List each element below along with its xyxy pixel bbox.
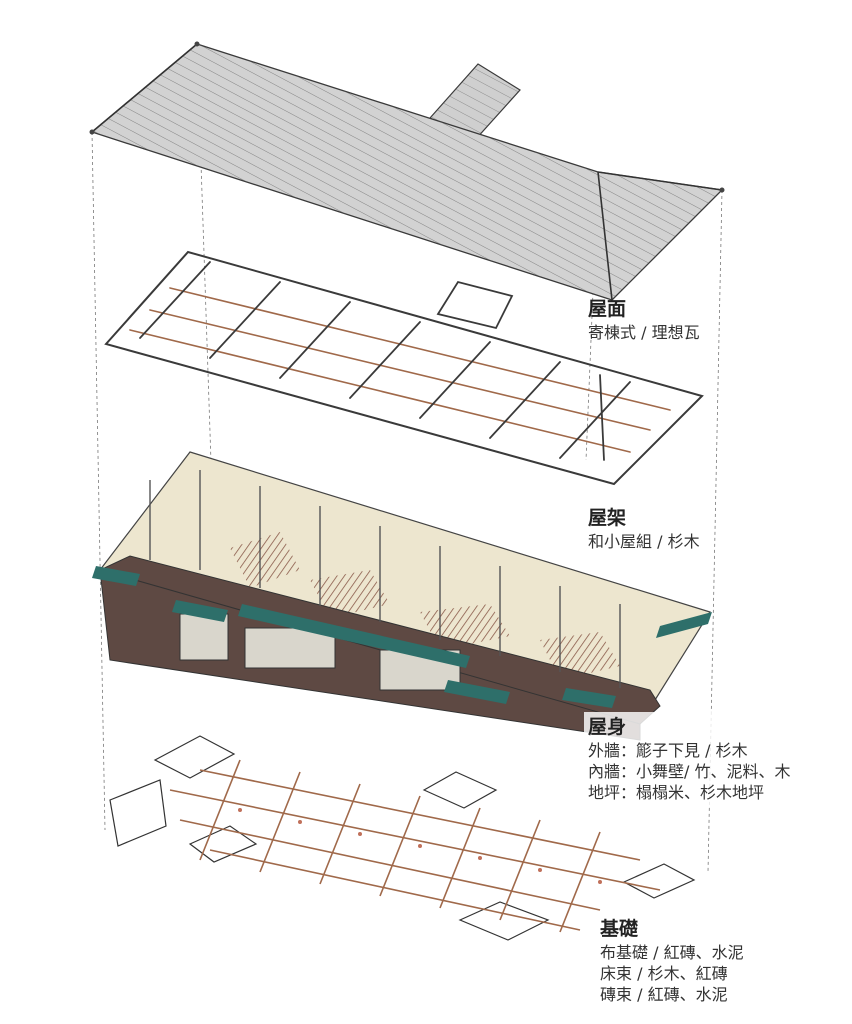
- label-roof: 屋面 寄棟式 / 理想瓦: [588, 296, 700, 343]
- label-truss-line-1: 和小屋組 / 杉木: [588, 532, 700, 551]
- label-foundation-title: 基礎: [600, 918, 639, 940]
- label-body-title: 屋身: [588, 716, 627, 738]
- foundation-layer: [109, 735, 696, 941]
- label-body-line-2: 內牆：小舞壁/ 竹、泥料、木: [588, 762, 791, 781]
- label-roof-title: 屋面: [588, 298, 627, 320]
- truss-layer: [104, 250, 704, 486]
- label-foundation: 基礎 布基礎 / 紅磚、水泥 床束 / 杉木、紅磚 磚束 / 紅磚、水泥: [596, 914, 750, 1007]
- body-layer: [92, 451, 712, 741]
- label-foundation-line-1: 布基礎 / 紅磚、水泥: [600, 943, 744, 962]
- label-foundation-line-2: 床束 / 杉木、紅磚: [600, 964, 728, 983]
- label-foundation-line-3: 磚束 / 紅磚、水泥: [600, 985, 728, 1004]
- label-body: 屋身 外牆：簓子下見 / 杉木 內牆：小舞壁/ 竹、泥料、木 地坪：榻榻米、杉木…: [584, 712, 797, 805]
- label-roof-line-1: 寄棟式 / 理想瓦: [588, 323, 700, 342]
- label-truss: 屋架 和小屋組 / 杉木: [588, 505, 700, 552]
- label-body-line-3: 地坪：榻榻米、杉木地坪: [588, 783, 765, 802]
- roof-layer: [89, 41, 725, 301]
- label-body-line-1: 外牆：簓子下見 / 杉木: [588, 741, 748, 760]
- label-truss-title: 屋架: [588, 507, 627, 529]
